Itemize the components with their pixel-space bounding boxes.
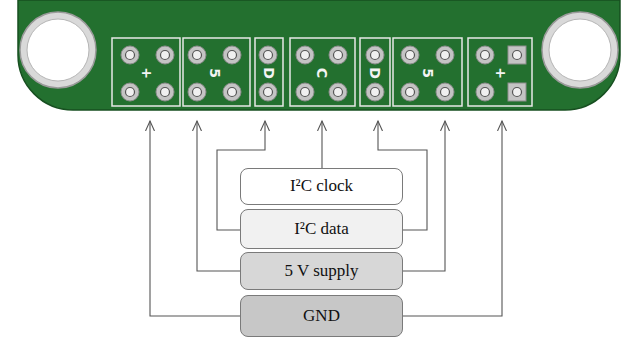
header-pad: [188, 46, 206, 64]
leader-line: [403, 121, 502, 316]
header-pad: [508, 46, 526, 64]
header-pad: [121, 46, 139, 64]
header-pad: [366, 83, 384, 101]
label-box: GND: [240, 295, 403, 337]
header-pad: [508, 83, 526, 101]
box-label: GND: [303, 307, 340, 326]
header-pad: [259, 83, 277, 101]
header-pad: [329, 83, 347, 101]
silkscreen-label: C: [315, 68, 329, 78]
header-pad: [156, 46, 174, 64]
box-label: I²C clock: [290, 177, 353, 196]
header-pad: [401, 46, 419, 64]
box-label: 5 V supply: [284, 262, 358, 281]
header-pad: [296, 46, 314, 64]
label-box: I²C clock: [240, 168, 403, 205]
label-box: 5 V supply: [240, 252, 403, 290]
mounting-hole: [542, 12, 618, 88]
label-box: I²C data: [240, 209, 403, 249]
header-pad: [188, 83, 206, 101]
silkscreen-label: D: [262, 67, 276, 79]
header-pad: [259, 46, 277, 64]
header-pad: [476, 83, 494, 101]
header-pad: [121, 83, 139, 101]
header-pad: [223, 83, 241, 101]
silkscreen-label: +: [494, 67, 508, 79]
silkscreen-label: 5: [421, 68, 435, 78]
leader-lines: [150, 121, 502, 316]
header-pad: [329, 46, 347, 64]
mounting-hole: [549, 19, 611, 81]
header-pad: [156, 83, 174, 101]
header-pad: [296, 83, 314, 101]
leader-line: [321, 121, 322, 168]
mounting-hole: [27, 19, 89, 81]
silkscreen-label: D: [368, 67, 382, 79]
silkscreen-label: +: [140, 67, 154, 79]
header-pad: [476, 46, 494, 64]
silkscreen-outline: [112, 38, 532, 106]
header-pads: [121, 46, 526, 101]
leader-line: [403, 121, 445, 271]
header-pad: [223, 46, 241, 64]
header-pad: [366, 46, 384, 64]
mounting-hole: [20, 12, 96, 88]
pcb-board: [18, 0, 620, 110]
box-label: I²C data: [294, 220, 349, 239]
silkscreen-label: 5: [208, 68, 222, 78]
header-pad: [401, 83, 419, 101]
header-pad: [436, 83, 454, 101]
header-pad: [436, 46, 454, 64]
leader-line: [197, 121, 240, 271]
leader-line: [150, 121, 240, 316]
